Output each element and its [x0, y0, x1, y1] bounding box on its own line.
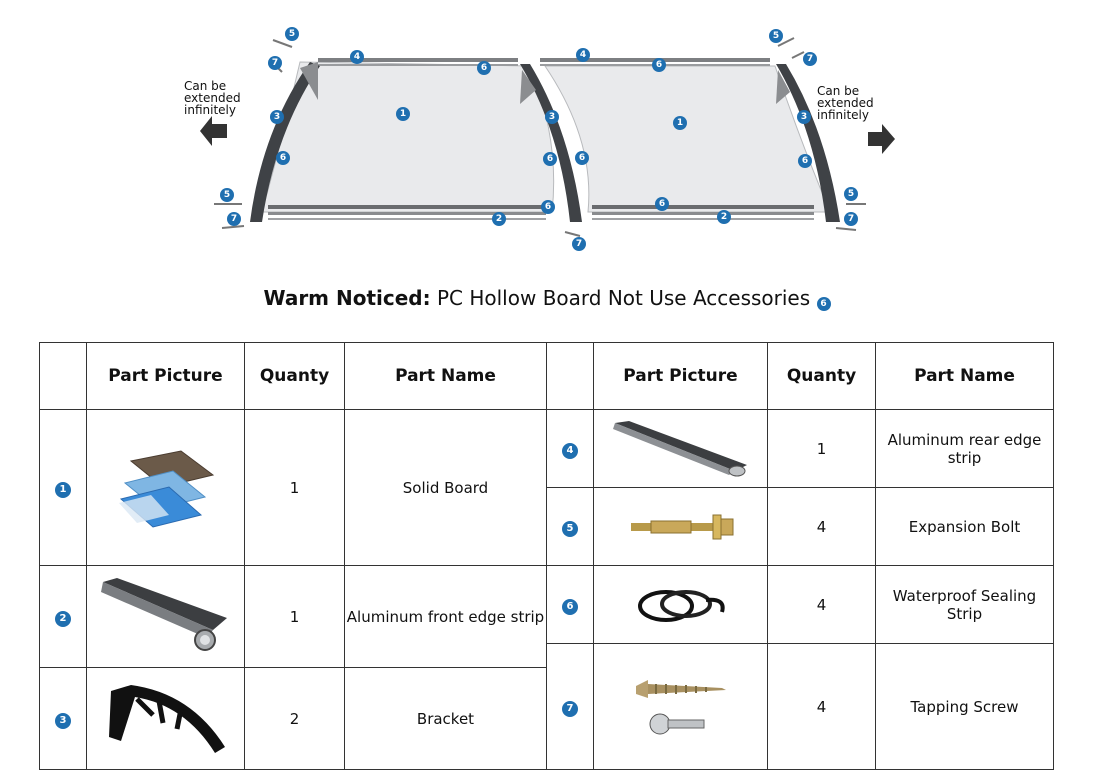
quantity-cell: 4 [767, 643, 876, 770]
header-part-name: Part Name [344, 342, 547, 410]
extend-label-right: Can be extended infinitely [817, 84, 874, 122]
callout-4: 4 [350, 50, 364, 64]
parts-table: Part Picture Quanty Part Name Part Pictu… [39, 342, 1054, 770]
part-name-cell: Waterproof Sealing Strip [875, 565, 1054, 644]
callout-2: 2 [717, 210, 731, 224]
header-part-name: Part Name [875, 342, 1054, 410]
quantity-cell: 2 [244, 667, 345, 770]
table-header-row: Part Picture Quanty Part Name Part Pictu… [39, 342, 1054, 410]
part-badge-2: 2 [55, 610, 71, 627]
callout-5: 5 [769, 29, 783, 43]
callout-6: 6 [276, 151, 290, 165]
tapping-screw-icon [635, 679, 726, 734]
part-badge-5: 5 [562, 520, 578, 537]
table-row: 1 1 Solid Board 4 1 Aluminum rear edge s… [39, 409, 1054, 566]
part-number-cell: 3 [39, 667, 87, 770]
part-badge-1: 1 [55, 481, 71, 498]
callout-6: 6 [655, 197, 669, 211]
quantity-cell: 4 [767, 565, 876, 644]
bracket-icon [108, 684, 225, 753]
callout-3: 3 [270, 110, 284, 124]
part-number-cell: 6 [546, 565, 594, 644]
part-picture-cell [86, 667, 245, 770]
arrow-left-icon [200, 116, 227, 146]
sealing-strip-icon [637, 589, 725, 622]
part-name-cell: Tapping Screw [875, 643, 1054, 770]
front-strip-icon [100, 577, 227, 651]
quantity-cell: 4 [767, 487, 876, 566]
warm-notice: Warm Noticed: PC Hollow Board Not Use Ac… [0, 286, 1094, 311]
callout-6: 6 [541, 200, 555, 214]
part-badge-3: 3 [55, 712, 71, 729]
part-picture-cell [86, 409, 245, 566]
callout-4: 4 [576, 48, 590, 62]
part-picture-cell [593, 487, 768, 566]
awning-illustration [200, 37, 895, 237]
callout-7: 7 [227, 212, 241, 226]
part-number-cell: 2 [39, 565, 87, 668]
part-name-cell: Bracket [344, 667, 547, 770]
part-name-cell: Expansion Bolt [875, 487, 1054, 566]
part-picture-cell [86, 565, 245, 668]
part-number-cell: 7 [546, 643, 594, 770]
callout-7: 7 [803, 52, 817, 66]
assembly-diagram: Can be extended infinitely Can be extend… [0, 0, 1094, 260]
part-name-cell: Solid Board [344, 409, 547, 566]
quantity-cell: 1 [767, 409, 876, 488]
callout-7: 7 [268, 56, 282, 70]
quantity-cell: 1 [244, 409, 345, 566]
notice-text: PC Hollow Board Not Use Accessories [436, 286, 811, 310]
callout-6: 6 [477, 61, 491, 75]
expansion-bolt-icon [630, 514, 733, 539]
part-name-cell: Aluminum front edge strip [344, 565, 547, 668]
part-badge-6: 6 [562, 598, 578, 615]
part-badge-7: 7 [562, 700, 578, 717]
header-part-picture: Part Picture [86, 342, 245, 410]
part-badge-4: 4 [562, 442, 578, 459]
callout-6: 6 [652, 58, 666, 72]
part-picture-cell [593, 409, 768, 488]
callout-6: 6 [543, 152, 557, 166]
header-quantity: Quanty [244, 342, 345, 410]
callout-6: 6 [798, 154, 812, 168]
part-number-cell: 5 [546, 487, 594, 566]
callout-5: 5 [285, 27, 299, 41]
part-picture-cell [593, 565, 768, 644]
table-row: 2 1 Aluminum front edge strip 6 4 Waterp… [39, 565, 1054, 668]
part-number-cell: 1 [39, 409, 87, 566]
callout-7: 7 [572, 237, 586, 251]
callout-7: 7 [844, 212, 858, 226]
part-picture-cell [593, 643, 768, 770]
notice-label: Warm Noticed: [263, 286, 431, 310]
header-blank-left [39, 342, 87, 410]
arrow-right-icon [868, 124, 895, 154]
board-sheets-icon [118, 449, 214, 528]
part-name-cell: Aluminum rear edge strip [875, 409, 1054, 488]
callout-6: 6 [575, 151, 589, 165]
part-number-cell: 4 [546, 409, 594, 488]
extend-label-left: Can be extended infinitely [184, 79, 241, 117]
header-blank-right [546, 342, 594, 410]
header-part-picture: Part Picture [593, 342, 768, 410]
callout-3: 3 [545, 110, 559, 124]
callout-3: 3 [797, 110, 811, 124]
callout-5: 5 [220, 188, 234, 202]
callout-2: 2 [492, 212, 506, 226]
header-quantity: Quanty [767, 342, 876, 410]
notice-callout: 6 [816, 297, 831, 311]
quantity-cell: 1 [244, 565, 345, 668]
callout-1: 1 [396, 107, 410, 121]
callout-5: 5 [844, 187, 858, 201]
table-row: 5 4 Expansion Bolt [40, 487, 1054, 566]
callout-1: 1 [673, 116, 687, 130]
rear-strip-icon [612, 420, 747, 476]
